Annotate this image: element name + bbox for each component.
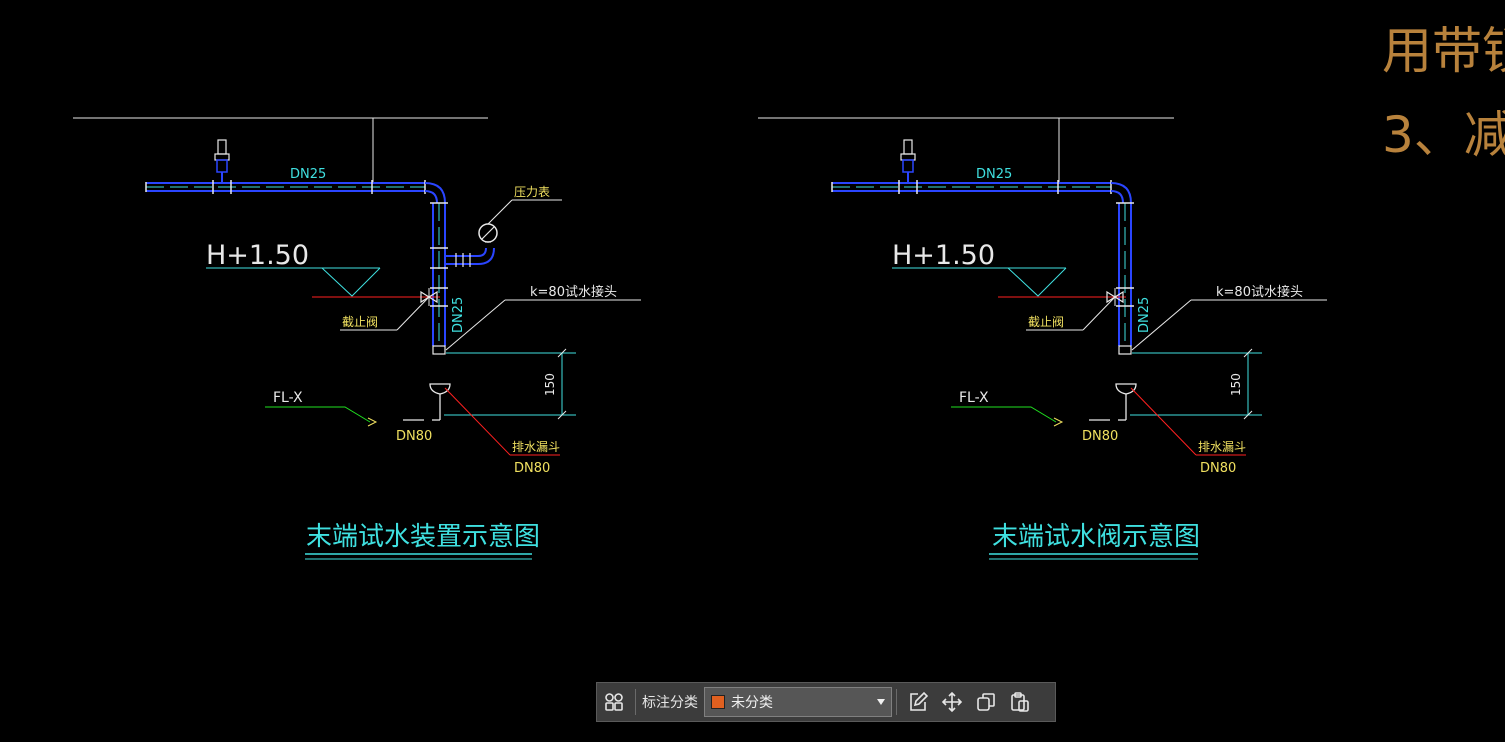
drain-funnel-icon [1115, 383, 1137, 421]
funnel-label: 排水漏斗 [512, 440, 560, 454]
corner-text-1: 用带锁 [1382, 22, 1505, 80]
copy-icon[interactable] [969, 686, 1003, 718]
vertical-pipe-label: DN25 [451, 297, 466, 333]
dimension-value: 150 [543, 373, 557, 396]
annotation-category-select[interactable]: 未分类 [704, 687, 892, 717]
grid-icon[interactable] [597, 686, 631, 718]
funnel-size-label: DN80 [1200, 461, 1236, 476]
stop-valve-icon [420, 288, 438, 306]
funnel-size-label: DN80 [514, 461, 550, 476]
elevation-label: H+1.50 [206, 240, 309, 271]
funnel-label: 排水漏斗 [1198, 440, 1246, 454]
elevation-label: H+1.50 [892, 240, 995, 271]
corner-text-2: 3、减 [1382, 106, 1505, 164]
separator [896, 689, 897, 715]
pressure-gauge-icon [478, 223, 498, 243]
move-icon[interactable] [935, 686, 969, 718]
diagram-right: DN25 H+1.50 截止阀 k=80试水接头 DN25 [758, 117, 1327, 560]
connector-label: k=80试水接头 [1216, 284, 1303, 300]
horizontal-pipe [831, 180, 1112, 194]
stop-valve-icon [1106, 288, 1124, 306]
drain-funnel-icon [429, 383, 451, 421]
exhaust-valve-icon [214, 139, 230, 183]
pipe-label: DN25 [976, 167, 1012, 182]
chevron-down-icon [877, 699, 885, 705]
dimension-150 [444, 348, 576, 420]
connector-label: k=80试水接头 [530, 284, 617, 300]
diagram-title: 末端试水装置示意图 [306, 522, 540, 552]
pipe-label: DN25 [290, 167, 326, 182]
edit-icon[interactable] [901, 686, 935, 718]
valve-label: 截止阀 [342, 315, 378, 329]
valve-label: 截止阀 [1028, 315, 1064, 329]
separator [635, 689, 636, 715]
diagram-title: 末端试水阀示意图 [992, 522, 1200, 552]
diagram-left: DN25 压力表 H+1. [73, 117, 641, 560]
vertical-pipe [1116, 202, 1134, 355]
category-select-value: 未分类 [731, 695, 773, 711]
paste-icon[interactable] [1003, 686, 1037, 718]
dimension-150 [1130, 348, 1262, 420]
pressure-gauge-label: 压力表 [514, 185, 550, 199]
horizontal-pipe [145, 180, 426, 194]
vertical-pipe [430, 202, 448, 355]
drain-pipe-label: FL-X [959, 390, 989, 406]
drain-pipe-label: FL-X [273, 390, 303, 406]
category-color-swatch [711, 695, 725, 709]
annotation-category-label: 标注分类 [642, 695, 698, 711]
drain-size-label: DN80 [396, 429, 432, 444]
exhaust-valve-icon [900, 139, 916, 183]
drain-size-label: DN80 [1082, 429, 1118, 444]
annotation-toolbar: 标注分类 未分类 [596, 682, 1056, 722]
dimension-value: 150 [1229, 373, 1243, 396]
vertical-pipe-label: DN25 [1137, 297, 1152, 333]
